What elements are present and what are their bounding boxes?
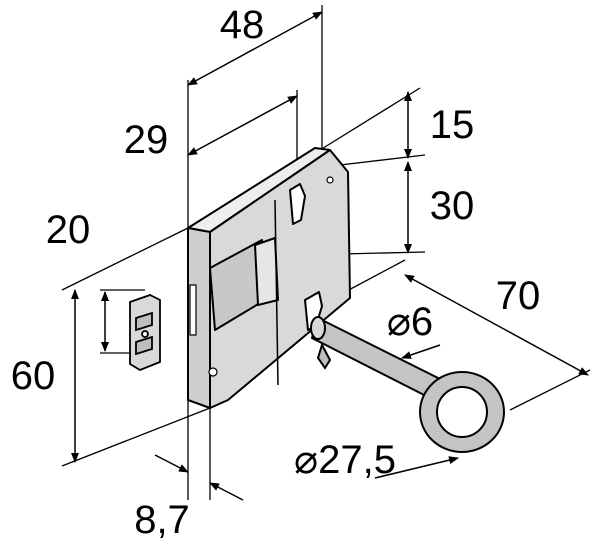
dim-line-29 [187, 95, 298, 156]
dim-line-27-5 [374, 456, 459, 479]
dim-label-key-shaft-diameter: ⌀6 [386, 300, 434, 344]
strike-plate [129, 294, 161, 372]
dim-label-top-offset: 15 [429, 103, 475, 147]
dim-label-key-bow-diameter: ⌀27,5 [294, 438, 396, 482]
extension-lines [61, 5, 591, 500]
key [310, 316, 505, 453]
dim-label-overall-width: 48 [219, 3, 265, 47]
dim-label-backset: 29 [123, 118, 169, 162]
dim-label-keyhole-spacing: 30 [429, 184, 475, 228]
dimension-lines [71, 11, 589, 501]
lock-body [187, 147, 351, 409]
dim-label-key-length: 70 [495, 274, 541, 318]
dim-label-height: 60 [10, 354, 56, 398]
dim-label-strike-height: 20 [45, 208, 91, 252]
dim-line-48 [187, 11, 323, 86]
dim-line-6 [401, 344, 441, 359]
dim-line-70 [404, 274, 589, 376]
dim-label-plate-thickness: 8,7 [134, 498, 190, 542]
